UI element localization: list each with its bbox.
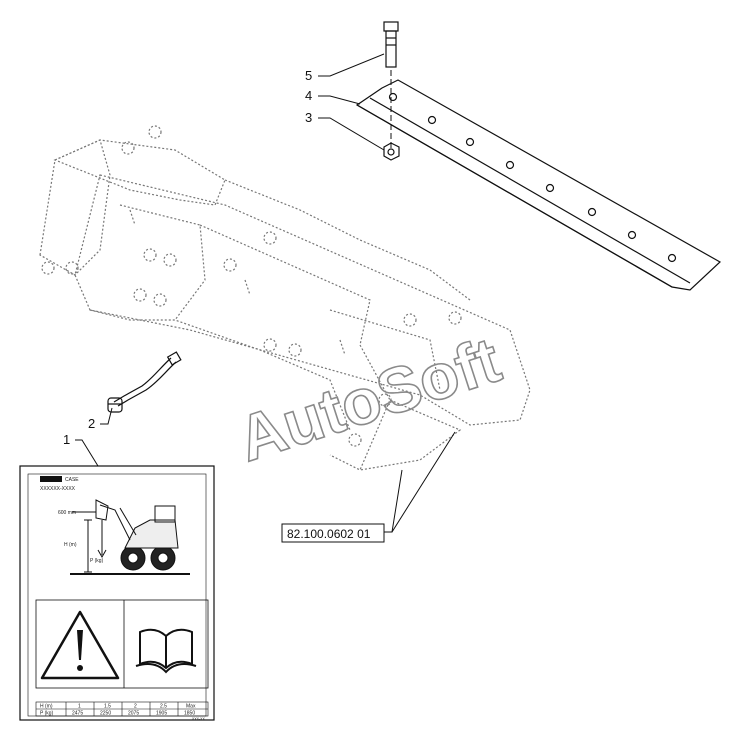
decal-h-label: H (m) bbox=[64, 542, 77, 548]
decal-dim-label: 600 mm bbox=[58, 510, 76, 516]
bolt[interactable] bbox=[383, 21, 399, 148]
load-table bbox=[35, 701, 209, 717]
decal-footer-code: XXX-XX bbox=[192, 717, 206, 721]
bucket-ghost bbox=[39, 125, 531, 471]
decal-p-label: P (kg) bbox=[90, 558, 104, 564]
callout-1: 1 bbox=[63, 432, 70, 447]
table-cell-4: 1905 bbox=[156, 711, 167, 717]
decal-part-no: XXXXXX-XXXX bbox=[40, 486, 76, 492]
table-header-0: H (m) bbox=[40, 704, 53, 710]
warning-triangle-icon bbox=[40, 610, 120, 680]
loader-pictogram bbox=[70, 499, 190, 575]
table-cell-3: 2075 bbox=[128, 711, 139, 717]
reference-box[interactable]: 82.100.0602 01 bbox=[281, 523, 385, 543]
table-cell-1: 2475 bbox=[72, 711, 83, 717]
decal[interactable]: CASE XXXXXX-XXXX 600 mm H (m) P (kg) bbox=[19, 465, 215, 721]
table-cell-0: P (kg) bbox=[40, 711, 54, 717]
leader-lines bbox=[75, 53, 456, 533]
cutting-edge[interactable] bbox=[355, 79, 722, 291]
callout-5: 5 bbox=[305, 68, 312, 83]
hydraulic-tube[interactable] bbox=[107, 351, 182, 413]
brand-logo bbox=[40, 476, 62, 482]
watermark: AutoSoft bbox=[229, 323, 508, 475]
reference-label: 82.100.0602 01 bbox=[287, 527, 371, 541]
callout-4: 4 bbox=[305, 88, 312, 103]
operator-manual-icon bbox=[135, 628, 197, 674]
callout-3: 3 bbox=[305, 110, 312, 125]
table-cell-5: 1850 bbox=[184, 711, 195, 717]
table-header-5: Max bbox=[186, 704, 196, 710]
callout-2: 2 bbox=[88, 416, 95, 431]
nut[interactable] bbox=[383, 142, 400, 161]
decal-brand: CASE bbox=[65, 477, 79, 483]
table-header-1: 1 bbox=[78, 704, 81, 710]
table-cell-2: 2250 bbox=[100, 711, 111, 717]
table-header-4: 2.5 bbox=[160, 704, 167, 710]
table-header-3: 2 bbox=[134, 704, 137, 710]
table-header-2: 1.5 bbox=[104, 704, 111, 710]
